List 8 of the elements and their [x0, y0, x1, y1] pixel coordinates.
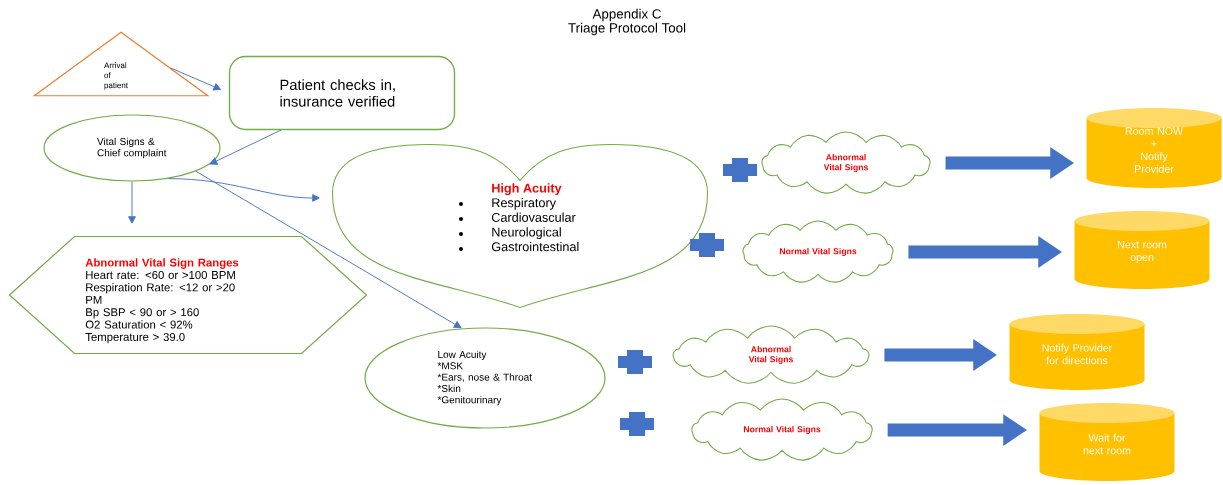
arrow	[170, 67, 221, 91]
arrow	[128, 181, 136, 224]
arrow	[168, 178, 320, 202]
title: Appendix C	[592, 8, 661, 22]
process-box: Patient checks in, insurance verified	[228, 55, 456, 131]
arrow	[209, 129, 282, 165]
subtitle: Triage Protocol Tool	[568, 22, 686, 36]
arrow	[195, 170, 462, 329]
